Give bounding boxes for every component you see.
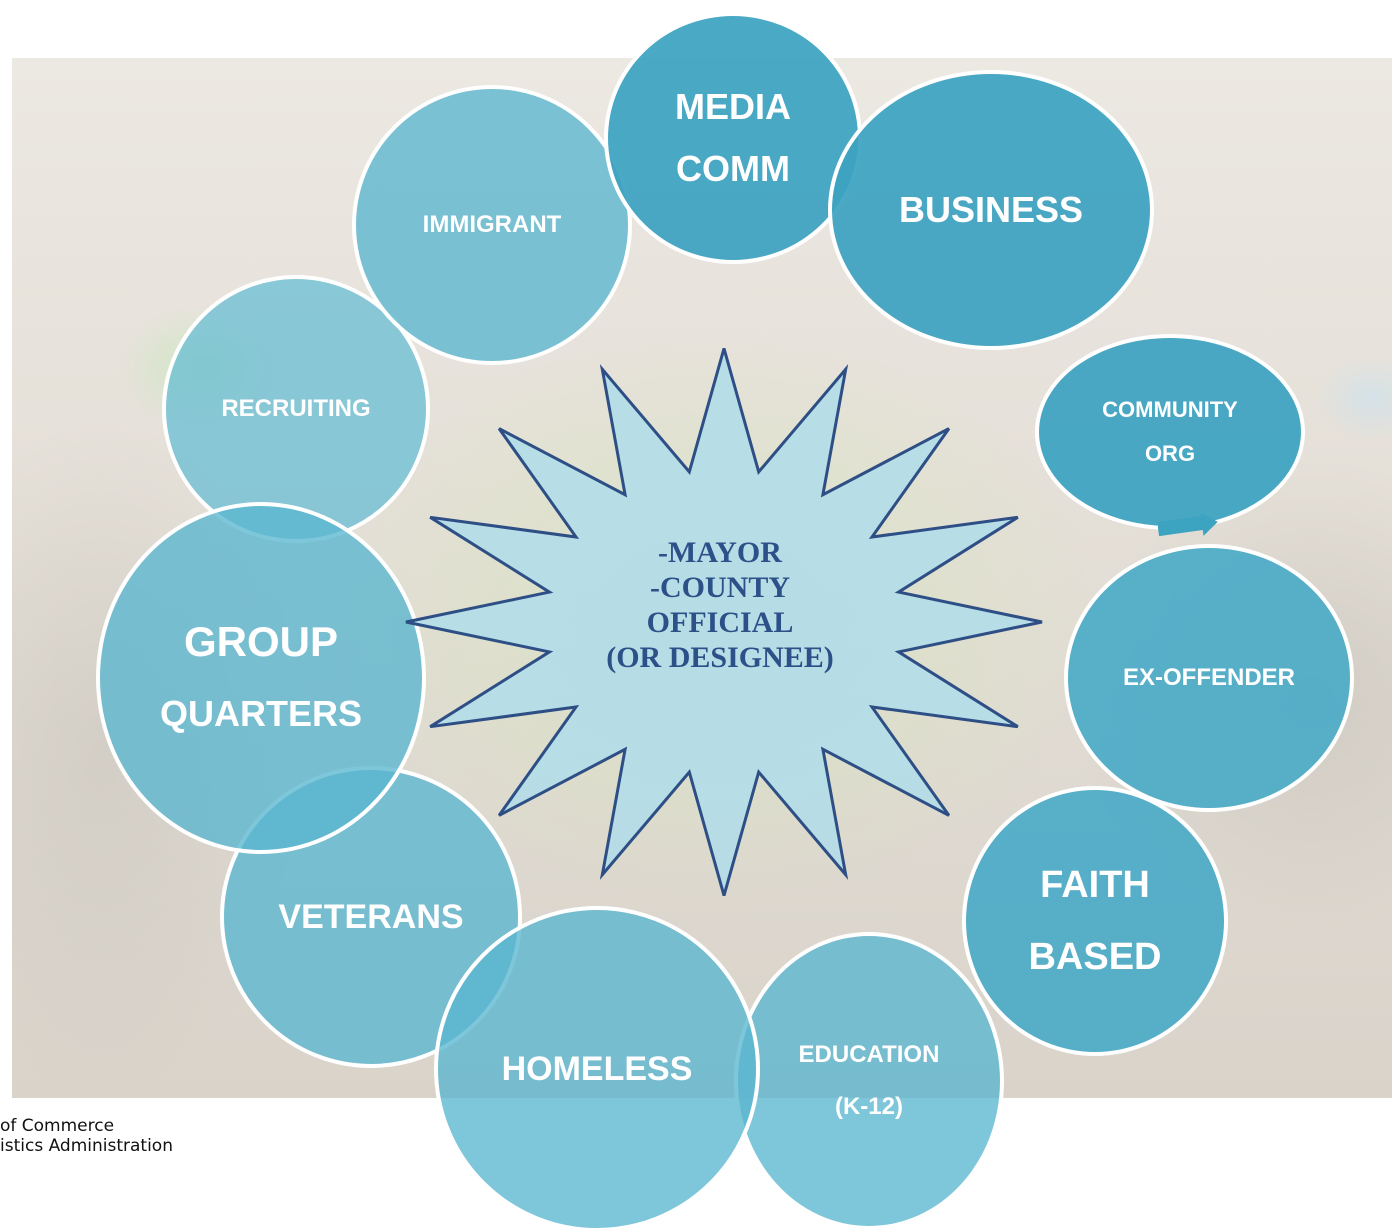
bubble-media-label-2: COMM	[676, 148, 790, 189]
center-line-1: -MAYOR	[658, 536, 782, 569]
star-polygon	[405, 348, 1043, 896]
bubble-recruiting-label: RECRUITING	[221, 395, 371, 422]
bubble-education-label-2: (K-12)	[834, 1093, 903, 1120]
bubble-faith-label-2: BASED	[1028, 936, 1162, 978]
arrow-icon	[1158, 514, 1218, 537]
center-line-2: -COUNTY	[650, 571, 790, 604]
footer-agency-text: of Commerce istics Administration	[0, 1116, 173, 1156]
bubble-community-org: COMMUNITY ORG	[1035, 334, 1305, 530]
bubble-business-label: BUSINESS	[898, 189, 1084, 230]
bubble-group-quarters: GROUP QUARTERS	[96, 502, 426, 854]
bubble-faith-based: FAITH BASED	[962, 786, 1228, 1056]
bubble-homeless: HOMELESS	[434, 906, 760, 1232]
bubble-education-label-1: EDUCATION	[798, 1041, 940, 1068]
bubble-group-label-2: QUARTERS	[159, 693, 362, 734]
bubble-recruiting: RECRUITING	[162, 275, 430, 543]
footer-line-2: istics Administration	[0, 1136, 173, 1156]
bubble-community-label-1: COMMUNITY	[1102, 397, 1238, 422]
bubble-group-label-1: GROUP	[183, 618, 338, 665]
center-line-4: (OR DESIGNEE)	[606, 641, 834, 674]
bubble-education: EDUCATION (K-12)	[734, 932, 1004, 1230]
bubble-veterans-label: VETERANS	[278, 897, 464, 936]
bubble-business: BUSINESS	[828, 70, 1154, 350]
bubble-ex-offender: EX-OFFENDER	[1064, 544, 1354, 812]
bubble-media-comm: MEDIA COMM	[604, 12, 862, 264]
bubble-homeless-label: HOMELESS	[501, 1049, 693, 1088]
footer-line-1: of Commerce	[0, 1116, 115, 1136]
center-title: -MAYOR -COUNTY OFFICIAL (OR DESIGNEE)	[540, 535, 900, 675]
bubble-immigrant: IMMIGRANT	[352, 85, 632, 365]
bubble-faith-label-1: FAITH	[1040, 864, 1150, 906]
bubble-community-label-2: ORG	[1144, 441, 1196, 466]
bubble-immigrant-label: IMMIGRANT	[422, 211, 562, 238]
center-line-3: OFFICIAL	[646, 606, 794, 639]
center-star-shape	[405, 348, 1043, 896]
bubble-media-label-1: MEDIA	[675, 86, 791, 127]
bubble-ex-offender-label: EX-OFFENDER	[1122, 664, 1295, 691]
